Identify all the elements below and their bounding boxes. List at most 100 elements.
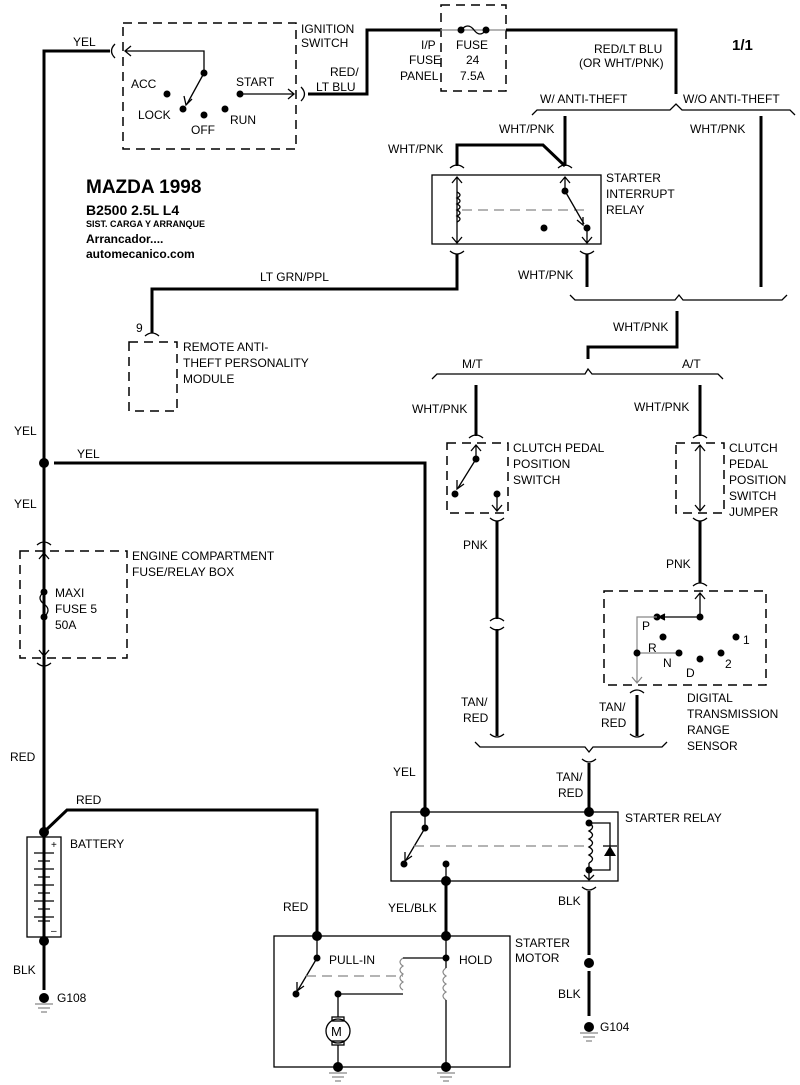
wire-label: LT BLU: [316, 80, 356, 94]
wire-label: RED: [283, 900, 309, 914]
pull-in-label: PULL-IN: [329, 953, 375, 967]
starter-motor-label: STARTER: [515, 936, 570, 950]
connector-icon: [300, 86, 306, 102]
battery-negative: –: [51, 926, 57, 937]
clutch-pedal-position-switch-jumper: CLUTCH PEDAL POSITION SWITCH JUMPER: [675, 434, 786, 522]
wire-label: WHT/PNK: [499, 122, 554, 136]
wire-label: YEL: [14, 424, 37, 438]
wire-label: BLK: [13, 963, 36, 977]
coil-icon: [587, 822, 594, 864]
jumper-label: PEDAL: [729, 457, 769, 471]
wire-label: RED/: [330, 65, 359, 79]
module-label: THEFT PERSONALITY: [183, 356, 309, 370]
ignition-switch: IGNITION SWITCH ACC LOCK OFF RUN START: [110, 22, 354, 150]
ground-label: G104: [600, 1020, 630, 1034]
diagram-title: MAZDA 1998: [86, 177, 201, 198]
position-acc: ACC: [131, 77, 157, 91]
position-run: RUN: [230, 113, 256, 127]
diagram-section: Arrancador....: [86, 232, 163, 246]
wire-label: YEL: [14, 497, 37, 511]
pull-in-coil-icon: [399, 957, 405, 991]
starter-motor: STARTER MOTOR PULL-IN M HOLD: [273, 931, 570, 1082]
module-label: REMOTE ANTI-: [183, 340, 268, 354]
branch-label-without-anti-theft: W/O ANTI-THEFT: [683, 92, 780, 106]
connector-icon: [110, 43, 116, 59]
position-lock: LOCK: [138, 108, 171, 122]
ground-icon: [329, 1072, 347, 1082]
position-n: N: [663, 656, 672, 670]
wire-yel-main: [42, 49, 110, 990]
position-2: 2: [725, 657, 732, 671]
splice-junction: [584, 958, 594, 968]
position-off: OFF: [191, 123, 215, 137]
diagram-system: SIST. CARGA Y ARRANQUE: [86, 219, 205, 229]
wire-label: PNK: [666, 557, 691, 571]
hold-label: HOLD: [459, 953, 493, 967]
fuse-rating: 50A: [55, 618, 76, 632]
contact-r: [659, 633, 667, 641]
maxi-fuse-icon: [39, 591, 49, 618]
switch-label: POSITION: [513, 457, 570, 471]
wire-label: YEL/BLK: [388, 901, 437, 915]
wire-label: RED: [463, 711, 489, 725]
fuse-label: MAXI: [55, 586, 84, 600]
starter-interrupt-relay: STARTER INTERRUPT RELAY: [431, 164, 675, 255]
switch-contact-lock: [179, 105, 187, 113]
wire-label: WHT/PNK: [613, 320, 668, 334]
wire-label: WHT/PNK: [634, 400, 689, 414]
wire-wht-pnk-coil: [455, 143, 567, 168]
position-p: P: [642, 619, 650, 633]
wire-label: TAN/: [556, 770, 583, 784]
wire-label: YEL: [393, 765, 416, 779]
wire-label-yel-top: YEL: [73, 35, 96, 49]
fuse-label: FUSE: [456, 38, 488, 52]
ground-g108: G108: [35, 991, 87, 1013]
position-d: D: [686, 666, 695, 680]
branch-label-manual: M/T: [462, 357, 483, 371]
motor-symbol: M: [331, 1024, 342, 1039]
fuse-box-label: ENGINE COMPARTMENT: [132, 549, 275, 563]
starter-relay-label: STARTER RELAY: [625, 811, 722, 825]
jumper-label: SWITCH: [729, 489, 776, 503]
anti-theft-module: 9 REMOTE ANTI- THEFT PERSONALITY MODULE: [128, 321, 309, 412]
switch-contact-run: [221, 105, 229, 113]
branch-brace: [474, 741, 668, 754]
wire-wht-pnk-merge: [586, 311, 679, 359]
branch-brace: [431, 367, 724, 380]
wire-red-battery: [42, 808, 319, 936]
wire-label: RED: [10, 750, 36, 764]
module-label: MODULE: [183, 372, 234, 386]
wire-label: PNK: [463, 538, 488, 552]
ground-icon: [437, 1072, 455, 1082]
wire-label: YEL: [77, 447, 100, 461]
sensor-label: DIGITAL: [687, 691, 733, 705]
wire-label: WHT/PNK: [690, 122, 745, 136]
wire-red-lt-blu-out: [506, 28, 678, 94]
ip-fuse-panel: FUSE 24 7.5A I/P FUSE PANEL: [400, 4, 507, 92]
wire-label: WHT/PNK: [388, 142, 443, 156]
wire-label: LT GRN/PPL: [260, 270, 329, 284]
ignition-switch-label-1: IGNITION: [301, 22, 354, 36]
wire-label: WHT/PNK: [518, 268, 573, 282]
wire-label: RED/LT BLU: [594, 42, 662, 56]
battery-label: BATTERY: [70, 837, 124, 851]
battery-positive: +: [51, 840, 57, 851]
panel-label: I/P: [421, 38, 436, 52]
fuse-number: FUSE 5: [55, 602, 97, 616]
starter-motor-label: MOTOR: [515, 951, 560, 965]
wire-label: RED: [601, 716, 627, 730]
relay-label: STARTER: [606, 171, 661, 185]
pin-number: 9: [136, 321, 143, 335]
wire-yel-branch: [54, 461, 427, 812]
wire-label: WHT/PNK: [412, 402, 467, 416]
jumper-label: POSITION: [729, 473, 786, 487]
fuse-number: 24: [466, 53, 480, 67]
connector-icon: [489, 617, 505, 631]
wire-red-lt-blu: [308, 28, 440, 96]
diagram-model: B2500 2.5L L4: [86, 202, 179, 218]
wire-label: TAN/: [461, 695, 488, 709]
fuse-box-label: FUSE/RELAY BOX: [132, 565, 234, 579]
relay-label: INTERRUPT: [606, 187, 675, 201]
panel-label: FUSE: [409, 53, 441, 67]
battery: + – BATTERY: [26, 827, 124, 946]
